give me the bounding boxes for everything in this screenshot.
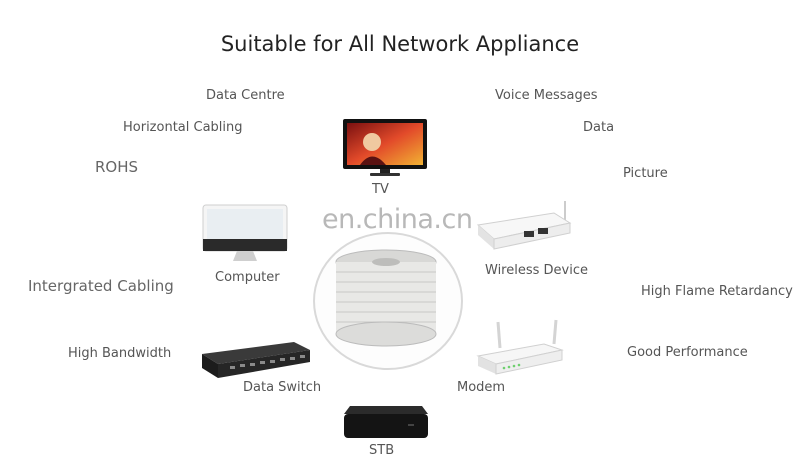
feature-data: Data [583, 120, 615, 135]
feature-voice-messages: Voice Messages [495, 88, 598, 103]
feature-rohs: ROHS [95, 158, 139, 176]
feature-good-performance: Good Performance [627, 345, 748, 360]
feature-high-flame-retardancy: High Flame Retardancy [641, 284, 793, 299]
feature-horizontal-cabling: Horizontal Cabling [123, 120, 243, 135]
device-label-modem: Modem [457, 380, 506, 395]
device-label-wireless: Wireless Device [485, 263, 588, 278]
stb-icon [342, 400, 430, 446]
device-label-tv: TV [372, 182, 389, 197]
modem-icon [474, 318, 566, 382]
cable-reel-icon [330, 246, 442, 356]
feature-integrated-cabling: Intergrated Cabling [28, 277, 174, 295]
feature-picture: Picture [623, 166, 668, 181]
computer-icon [201, 203, 289, 269]
feature-high-bandwidth: High Bandwidth [68, 346, 172, 361]
data-switch-icon [200, 340, 312, 384]
device-label-computer: Computer [215, 270, 280, 285]
page-title: Suitable for All Network Appliance [220, 32, 580, 56]
device-label-data-switch: Data Switch [243, 380, 322, 395]
wireless-device-icon [472, 195, 572, 261]
tv-icon [342, 118, 428, 184]
device-label-stb: STB [369, 443, 395, 458]
watermark: en.china.cn [322, 204, 473, 235]
feature-data-centre: Data Centre [206, 88, 285, 103]
